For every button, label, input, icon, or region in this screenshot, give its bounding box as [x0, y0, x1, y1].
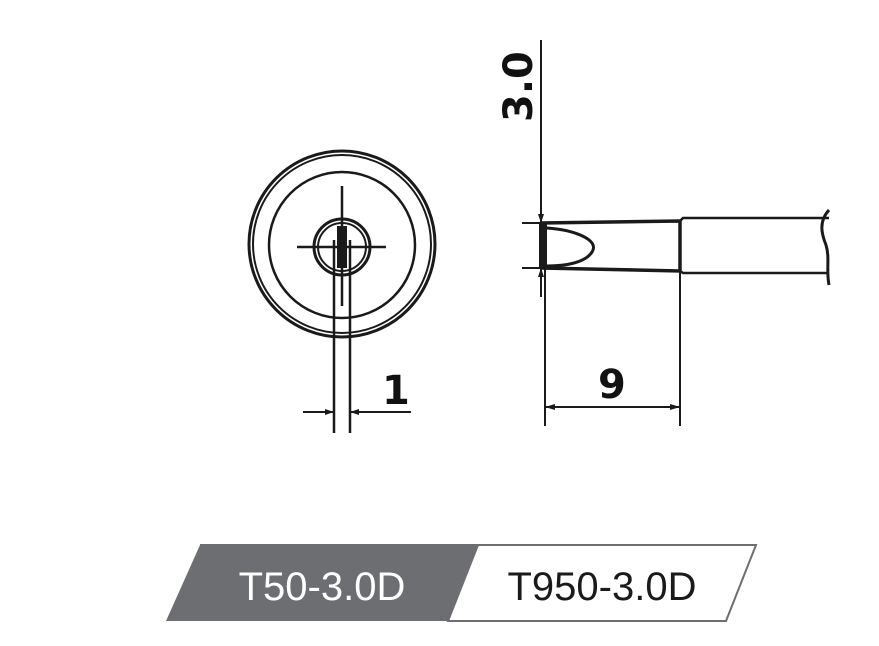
- model-b-label: T950-3.0D: [508, 565, 697, 609]
- arrow-down-icon: [538, 214, 544, 223]
- model-a-label: T50-3.0D: [239, 565, 406, 609]
- arrow-right-icon: [670, 404, 680, 410]
- model-a-background: [166, 545, 478, 621]
- dimension-width-label: 3.0: [496, 51, 542, 122]
- model-label-banner: [166, 544, 758, 622]
- chisel-bevel: [546, 226, 595, 268]
- tip-end-face: [539, 223, 547, 268]
- arrow-left-icon: [350, 409, 359, 415]
- tip-outline: [540, 219, 682, 273]
- arrow-left-icon: [545, 404, 555, 410]
- outer-ring-outer: [247, 149, 437, 339]
- break-line: [820, 208, 831, 286]
- side-view: [522, 40, 831, 426]
- body-circle: [267, 170, 417, 320]
- dimension-diameter-label: 1: [382, 368, 410, 414]
- dimension-length-label: 9: [598, 362, 626, 408]
- front-view: [247, 149, 437, 433]
- arrow-up-icon: [538, 268, 544, 277]
- shank-outline: [679, 216, 829, 275]
- arrow-right-icon: [325, 409, 334, 415]
- outer-ring-inner: [252, 154, 432, 334]
